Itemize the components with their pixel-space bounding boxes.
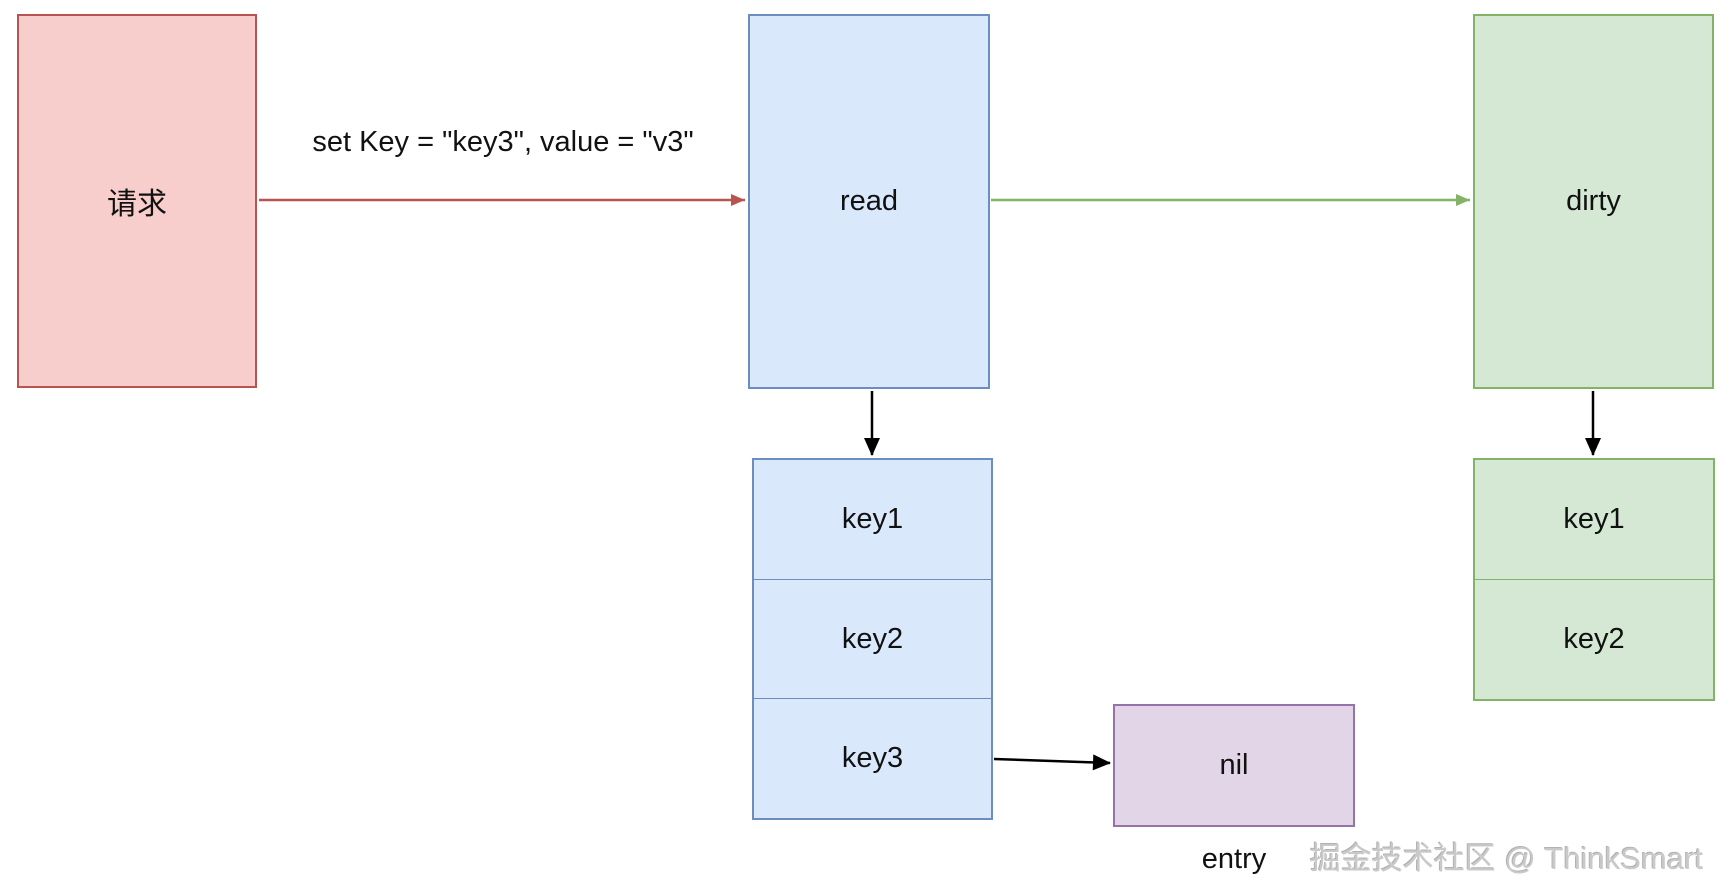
dirty-key-row: key1: [1475, 460, 1713, 579]
request-box: 请求: [17, 14, 257, 388]
dirty-key2-label: key2: [1563, 623, 1625, 655]
read-keys-stack: key1 key2 key3: [752, 458, 993, 820]
set-arrow-label: set Key = "key3", value = "v3": [312, 126, 694, 158]
read-box: read: [748, 14, 990, 389]
dirty-keys-stack: key1 key2: [1473, 458, 1715, 701]
dirty-box: dirty: [1473, 14, 1714, 389]
nil-entry-box: nil: [1113, 704, 1355, 827]
read-key-row: key1: [754, 460, 991, 579]
read-key-row: key2: [754, 578, 991, 699]
dirty-box-label: dirty: [1566, 185, 1621, 217]
dirty-key1-label: key1: [1563, 503, 1625, 535]
read-key-row: key3: [754, 698, 991, 818]
read-key1-label: key1: [841, 502, 904, 535]
nil-entry-label: nil: [1219, 749, 1249, 781]
read-key2-label: key2: [841, 622, 904, 655]
dirty-key-row: key2: [1475, 579, 1713, 699]
request-box-label: 请求: [107, 188, 167, 221]
watermark-text: 掘金技术社区 @ ThinkSmart: [1309, 841, 1703, 876]
entry-caption: entry: [1201, 843, 1267, 875]
key3-to-nil-arrow: [993, 754, 1111, 771]
read-box-label: read: [839, 185, 899, 217]
read-key3-label: key3: [841, 742, 904, 775]
